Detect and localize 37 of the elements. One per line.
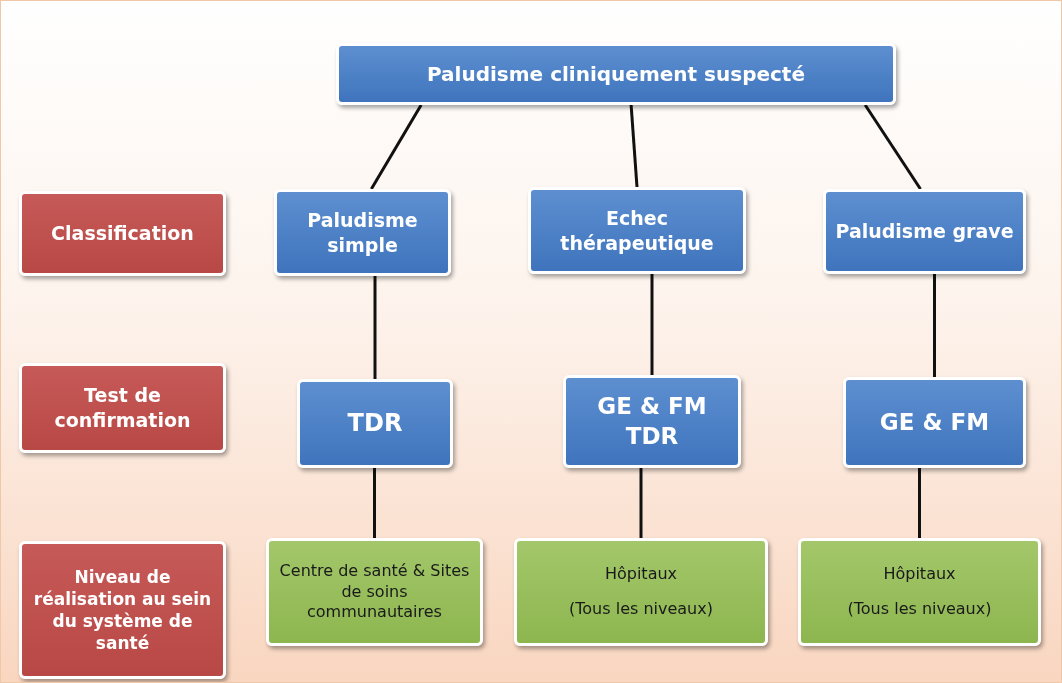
level-box — [798, 538, 1041, 646]
box-label: TDR — [347, 407, 403, 439]
process-box — [297, 379, 453, 468]
box-label: Centre de santé & Sites de soins communautaires — [278, 560, 471, 624]
category-box — [19, 191, 226, 276]
box-label: Niveau de réalisation au sein du système de santé — [32, 565, 213, 655]
connector-line — [370, 104, 423, 190]
box-label: Paludisme grave — [835, 219, 1014, 244]
box-label: Paludisme cliniquement suspecté — [427, 61, 805, 87]
process-box — [843, 377, 1026, 468]
box-label: Hôpitaux — [883, 564, 956, 585]
box-label: (Tous les niveaux) — [569, 599, 713, 620]
connector-line — [629, 104, 639, 188]
process-box — [563, 375, 741, 468]
level-box — [514, 538, 768, 646]
category-box — [19, 363, 226, 453]
connector-line — [373, 276, 377, 379]
connector-line — [863, 104, 922, 190]
connector-line — [650, 274, 654, 375]
box-label: (Tous les niveaux) — [847, 599, 992, 620]
level-box — [266, 538, 483, 646]
connector-line — [933, 274, 936, 377]
process-box — [528, 187, 746, 274]
connector-line — [639, 468, 643, 538]
box-label: Echec thérapeutique — [559, 205, 715, 256]
connector-line — [373, 468, 376, 538]
process-box — [823, 189, 1026, 274]
box-label: Classification — [51, 221, 194, 246]
category-box — [19, 541, 226, 679]
box-label: Paludisme simple — [306, 207, 419, 258]
box-label: Test de confirmation — [53, 383, 192, 433]
connector-line — [918, 468, 921, 538]
process-box — [274, 189, 451, 276]
process-box — [336, 43, 896, 105]
box-label: GE & FM — [879, 407, 990, 437]
box-label: Hôpitaux — [604, 564, 678, 585]
box-label: GE & FM TDR — [596, 391, 708, 451]
